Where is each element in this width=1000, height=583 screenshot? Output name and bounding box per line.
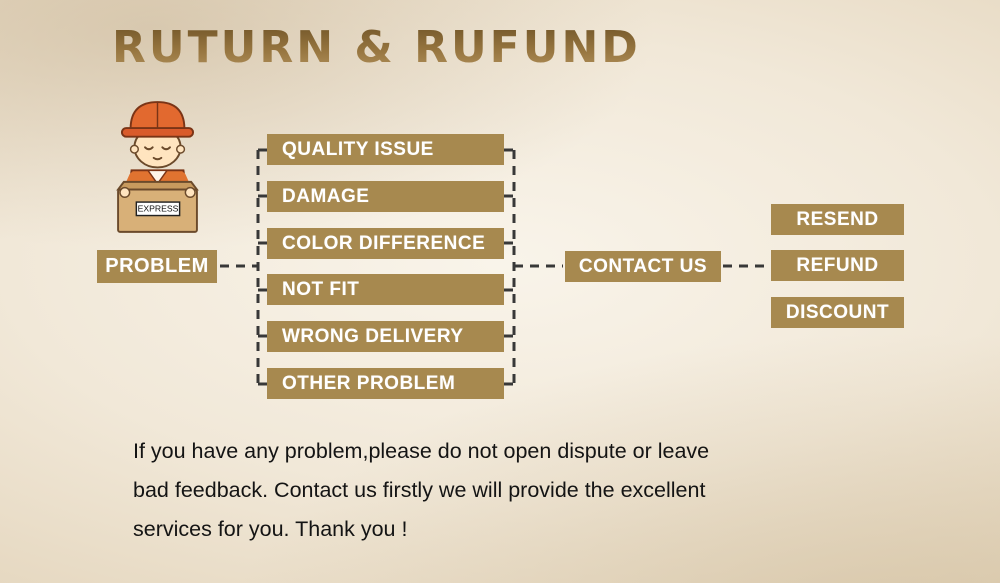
page-title: RUTURN & RUFUND — [112, 22, 641, 73]
problem-box: PROBLEM — [97, 250, 217, 283]
refund-box: REFUND — [771, 250, 904, 281]
courier-eye-right — [161, 146, 171, 151]
issue-box-damage: DAMAGE — [267, 181, 504, 212]
resend-box: RESEND — [771, 204, 904, 235]
courier-shirt — [146, 169, 169, 186]
note-line-2: bad feedback. Contact us firstly we will… — [133, 478, 706, 502]
courier-smile — [152, 156, 163, 161]
courier-eye-left — [144, 146, 154, 151]
contact-us-box: CONTACT US — [565, 251, 721, 282]
courier-illustration: EXPRESS — [116, 101, 199, 233]
courier-hand-left — [119, 186, 131, 198]
issue-box-other-problem: OTHER PROBLEM — [267, 368, 504, 399]
issue-box-wrong-delivery: WRONG DELIVERY — [267, 321, 504, 352]
note-line-1: If you have any problem,please do not op… — [133, 439, 710, 463]
express-label: EXPRESS — [138, 204, 179, 214]
courier-ear-left — [129, 144, 139, 154]
issue-box-not-fit: NOT FIT — [267, 274, 504, 305]
discount-box: DISCOUNT — [771, 297, 904, 328]
courier-hand-right — [184, 186, 196, 198]
courier-ear-right — [176, 144, 186, 154]
note-line-3: services for you. Thank you ! — [133, 517, 408, 541]
note-text: If you have any problem,please do not op… — [133, 432, 833, 549]
issue-box-color-difference: COLOR DIFFERENCE — [267, 228, 504, 259]
issue-box-quality-issue: QUALITY ISSUE — [267, 134, 504, 165]
courier-cap-brim — [120, 127, 195, 138]
parcel-flap — [116, 180, 199, 191]
express-label-frame — [135, 201, 181, 217]
